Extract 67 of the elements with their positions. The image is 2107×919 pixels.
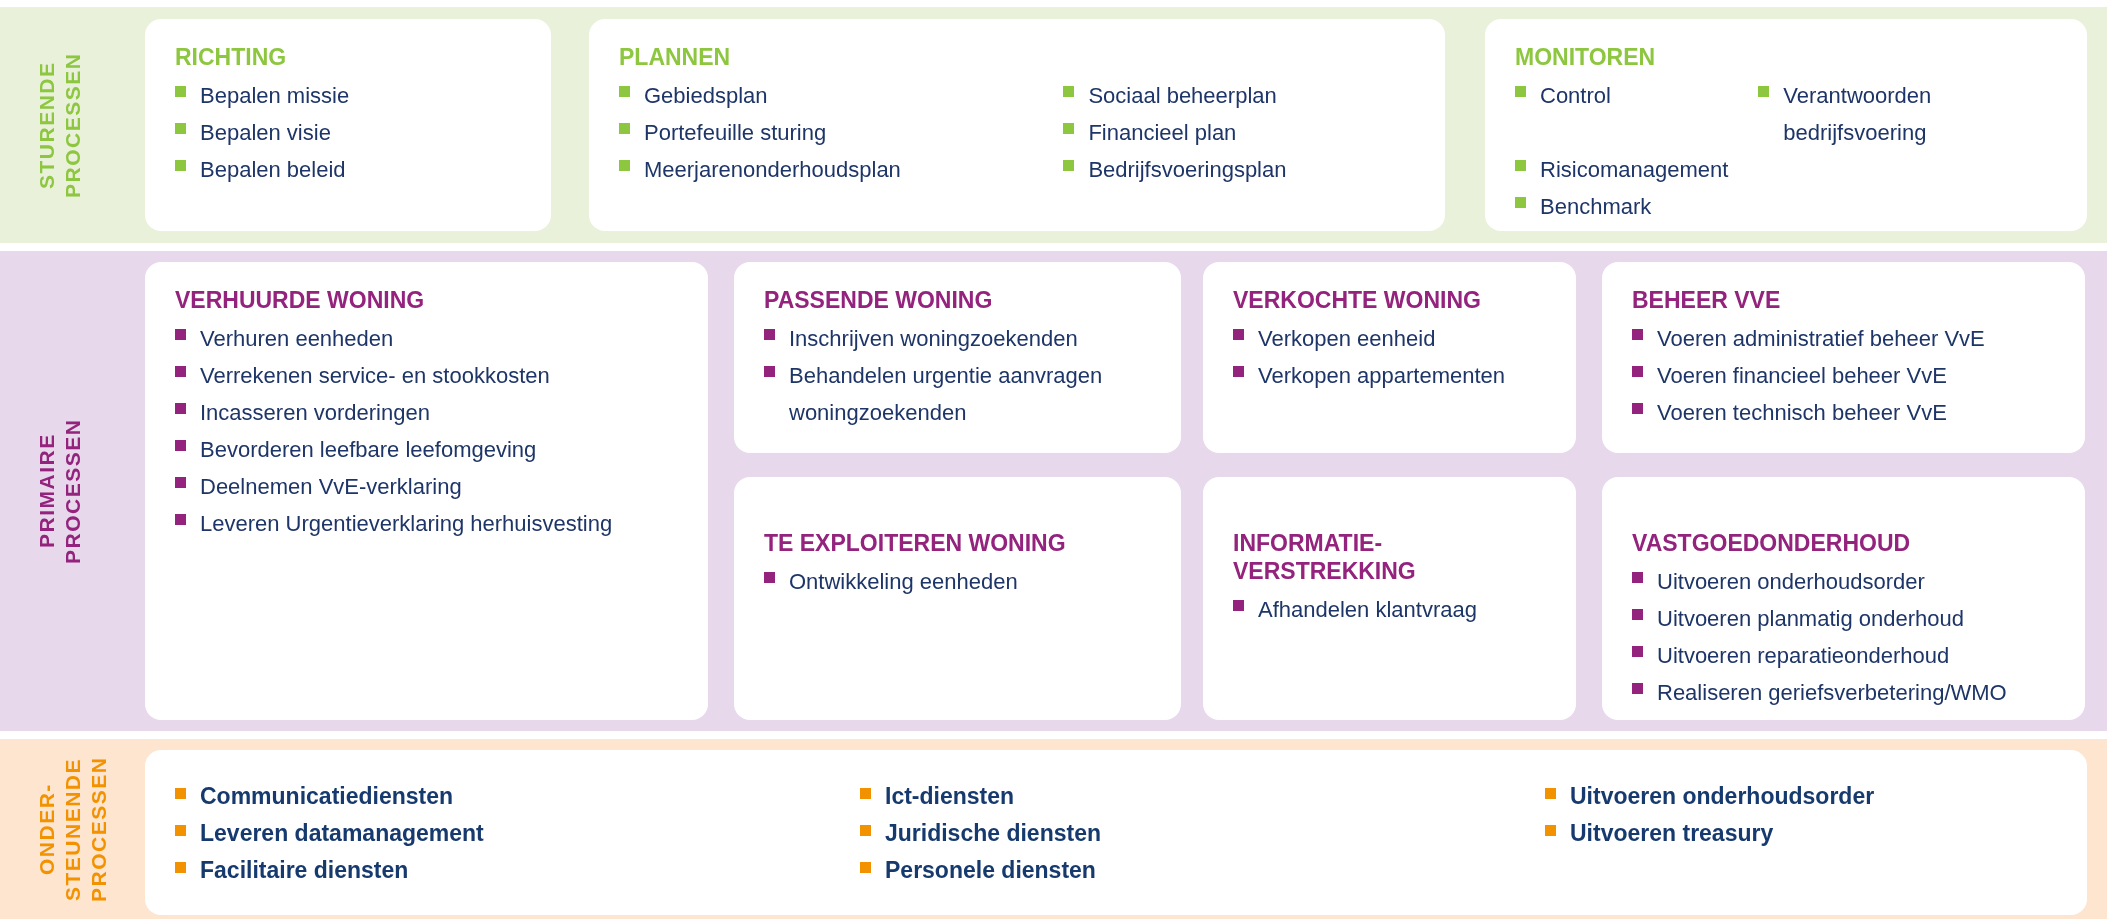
band-label: ONDER- STEUNENDE PROCESSEN xyxy=(34,755,111,904)
list-item-text: Realiseren geriefsverbetering/WMO xyxy=(1657,679,2007,707)
card-heading: MONITOREN xyxy=(1515,43,1657,71)
list-item-text: Uitvoeren reparatieonderhoud xyxy=(1657,642,1950,670)
list-item-text: Personele diensten xyxy=(885,856,1096,885)
process-card xyxy=(1485,19,2087,231)
process-card xyxy=(145,262,708,720)
process-card xyxy=(145,750,2087,915)
list-item-text: Communicatiediensten xyxy=(200,782,454,811)
card-heading: RICHTING xyxy=(175,43,288,71)
list-item-text: Benchmark xyxy=(1540,193,1652,221)
list-item-text: Verkopen eenheid xyxy=(1258,325,1436,353)
list-item-text: Meerjarenonderhoudsplan xyxy=(644,156,901,184)
list-item-text: Bepalen missie xyxy=(200,82,350,110)
list-item-text: Incasseren vorderingen xyxy=(200,399,430,427)
list-item-text: Gebiedsplan xyxy=(644,82,768,110)
list-item-text: Voeren administratief beheer VvE xyxy=(1657,325,1985,353)
list-item-text: Uitvoeren planmatig onderhoud xyxy=(1657,605,1964,633)
card-heading: INFORMATIE- VERSTREKKING xyxy=(1233,529,1417,585)
band-label: STURENDE PROCESSEN xyxy=(34,51,85,200)
process-card xyxy=(734,262,1181,453)
list-item-text: Portefeuille sturing xyxy=(644,119,827,147)
list-item-text: Verkopen appartementen xyxy=(1258,362,1506,390)
list-item-text: Sociaal beheerplan xyxy=(1088,82,1277,110)
list-item-text: Leveren Urgentieverklaring herhuisvesting xyxy=(200,510,613,538)
list-item-text: Ontwikkeling eenheden xyxy=(789,568,1018,596)
list-item-text: Bepalen visie xyxy=(200,119,331,147)
list-item-text: Verhuren eenheden xyxy=(200,325,394,353)
process-card xyxy=(1203,262,1576,453)
list-item-text: Behandelen urgentie aanvragen woningzoekenden xyxy=(789,362,1104,427)
process-card xyxy=(145,19,551,231)
list-item-text: Inschrijven woningzoekenden xyxy=(789,325,1078,353)
list-item-text: Bevorderen leefbare leefomgeving xyxy=(200,436,537,464)
list-item-text: Voeren financieel beheer VvE xyxy=(1657,362,1947,390)
list-item-text: Afhandelen klantvraag xyxy=(1258,596,1477,624)
list-item-text: Control xyxy=(1540,82,1611,110)
list-item-text: Verantwoorden bedrijfsvoering xyxy=(1783,82,1933,147)
list-item-text: Leveren datamanagement xyxy=(200,819,484,848)
process-band xyxy=(0,739,2107,919)
list-item-text: Uitvoeren onderhoudsorder xyxy=(1570,782,1875,811)
card-heading: BEHEER VVE xyxy=(1632,286,1782,314)
process-card xyxy=(1602,477,2085,720)
list-item-text: Voeren technisch beheer VvE xyxy=(1657,399,1947,427)
list-item-text: Ict-diensten xyxy=(885,782,1015,811)
process-band xyxy=(0,7,2107,243)
list-item-text: Financieel plan xyxy=(1088,119,1237,147)
list-item-text: Verrekenen service- en stookkosten xyxy=(200,362,550,390)
card-heading: VASTGOEDONDERHOUD xyxy=(1632,529,1912,557)
list-item-text: Risicomanagement xyxy=(1540,156,1729,184)
list-item-text: Juridische diensten xyxy=(885,819,1101,848)
process-band xyxy=(0,251,2107,731)
process-card xyxy=(1602,262,2085,453)
card-heading: TE EXPLOITEREN WONING xyxy=(764,529,1067,557)
list-item-text: Uitvoeren onderhoudsorder xyxy=(1657,568,1925,596)
process-card xyxy=(734,477,1181,720)
card-heading: VERHUURDE WONING xyxy=(175,286,426,314)
card-heading: VERKOCHTE WONING xyxy=(1233,286,1482,314)
list-item-text: Bepalen beleid xyxy=(200,156,346,184)
list-item-text: Facilitaire diensten xyxy=(200,856,409,885)
list-item-text: Deelnemen VvE-verklaring xyxy=(200,473,462,501)
list-item-text: Bedrijfsvoeringsplan xyxy=(1088,156,1287,184)
card-heading: PLANNEN xyxy=(619,43,732,71)
band-label: PRIMAIRE PROCESSEN xyxy=(34,417,85,566)
process-card xyxy=(589,19,1445,231)
card-heading: PASSENDE WONING xyxy=(764,286,994,314)
list-item-text: Uitvoeren treasury xyxy=(1570,819,1774,848)
process-card xyxy=(1203,477,1576,720)
